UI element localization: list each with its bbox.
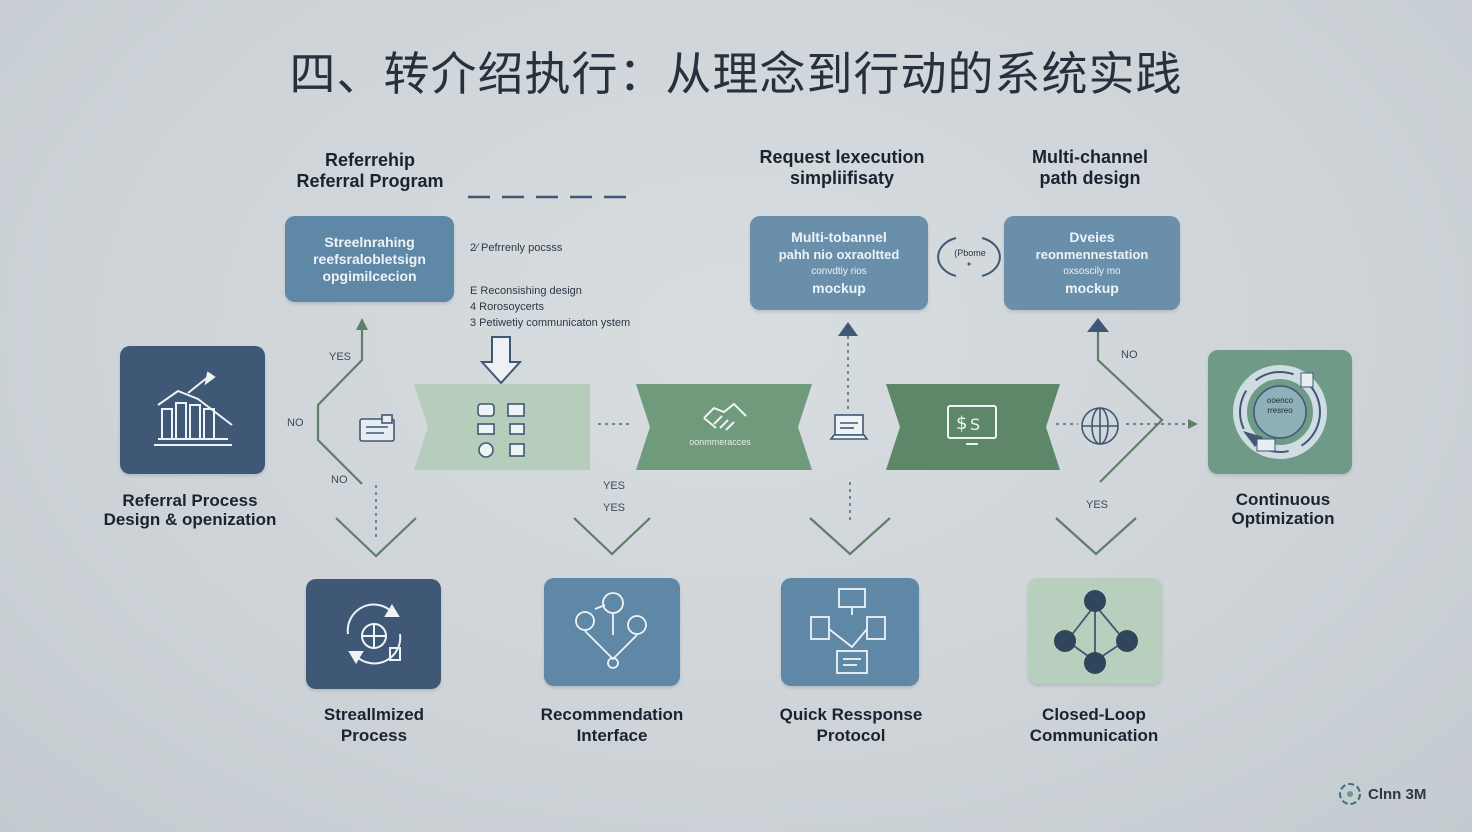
phone-oval-text: (Pbome — [954, 248, 986, 258]
process-band — [414, 384, 1060, 470]
list-item: 3 Petiwetiy communicaton ystem — [470, 317, 631, 329]
list-heading: 2⁄ Pefrrenly pocsss — [470, 242, 563, 254]
dollar-screen-icon: $ S — [947, 405, 997, 445]
streamlined-process-box — [306, 579, 441, 689]
bottom-label: Recommendation Interface — [540, 705, 684, 745]
referral-process-box — [120, 346, 265, 474]
bar-chart-icon — [153, 371, 233, 446]
closed-loop-box — [1028, 578, 1162, 684]
logo-icon — [1339, 783, 1361, 805]
flowchart-icon — [810, 588, 886, 674]
dot-connector — [1056, 423, 1078, 425]
globe-cycle-icon — [346, 603, 401, 665]
document-icon — [359, 414, 395, 442]
device-mockup-box: Dveies reonmennestation oxsoscily mo moc… — [1004, 216, 1180, 310]
network-icon — [575, 592, 647, 669]
dash-line — [468, 195, 634, 199]
logo: Clnn 3M — [1336, 780, 1426, 808]
form-icon — [477, 403, 525, 458]
continuous-optimization-box — [1208, 350, 1352, 474]
yes-tag: YES — [603, 480, 626, 492]
path-mockup-box: Multi-tobannel pahh nio oxraoltted convd… — [750, 216, 928, 310]
quick-response-box — [781, 578, 919, 686]
list-item: 4 Rorosoycerts — [470, 301, 544, 313]
laptop-icon — [829, 414, 869, 440]
handshake-icon — [703, 402, 747, 431]
phone-oval — [937, 237, 1001, 277]
no-tag: NO — [331, 474, 348, 486]
referral-process-label: Referral Process Design & openization — [103, 491, 277, 529]
bottom-label: Quick Ressponse Protocol — [779, 705, 923, 745]
bottom-label: Closed-Loop Communication — [1029, 705, 1159, 745]
globe-icon — [1081, 407, 1119, 445]
page-title: 四、转介绍执行：从理念到行动的系统实践 — [289, 47, 1183, 101]
referral-program-label: Referrehip Referral Program — [296, 150, 444, 191]
loop-network-icon — [1054, 590, 1138, 674]
svg-text:S: S — [970, 415, 980, 434]
yes-tag: YES — [1086, 499, 1109, 511]
multichannel-label: Multi-channel path design — [1032, 147, 1148, 188]
cycle-text: ooenco rresreo — [1266, 396, 1294, 415]
list-item: E Reconsishing design — [470, 285, 582, 297]
list: E Reconsishing design 4 Rorosoycerts 3 P… — [470, 283, 630, 331]
handshake-caption: oonmmeracces — [689, 437, 751, 447]
logo-text: Clnn 3M — [1368, 785, 1427, 803]
cycle-icon — [1233, 365, 1327, 459]
streamlining-box: Streelnrahing reefsralobletsign opgimilc… — [285, 216, 454, 302]
recommendation-interface-box — [544, 578, 680, 686]
yes-tag: YES — [329, 351, 352, 363]
no-tag: NO — [287, 417, 304, 429]
bottom-label: Streallmized Process — [323, 705, 425, 745]
request-execution-label: Request lexecution simpliifisaty — [759, 147, 925, 188]
no-tag: NO — [1121, 349, 1138, 361]
continuous-optimization-label: Continuous Optimization — [1231, 490, 1335, 528]
yes-tag: YES — [603, 502, 626, 514]
svg-text:$: $ — [956, 413, 967, 434]
